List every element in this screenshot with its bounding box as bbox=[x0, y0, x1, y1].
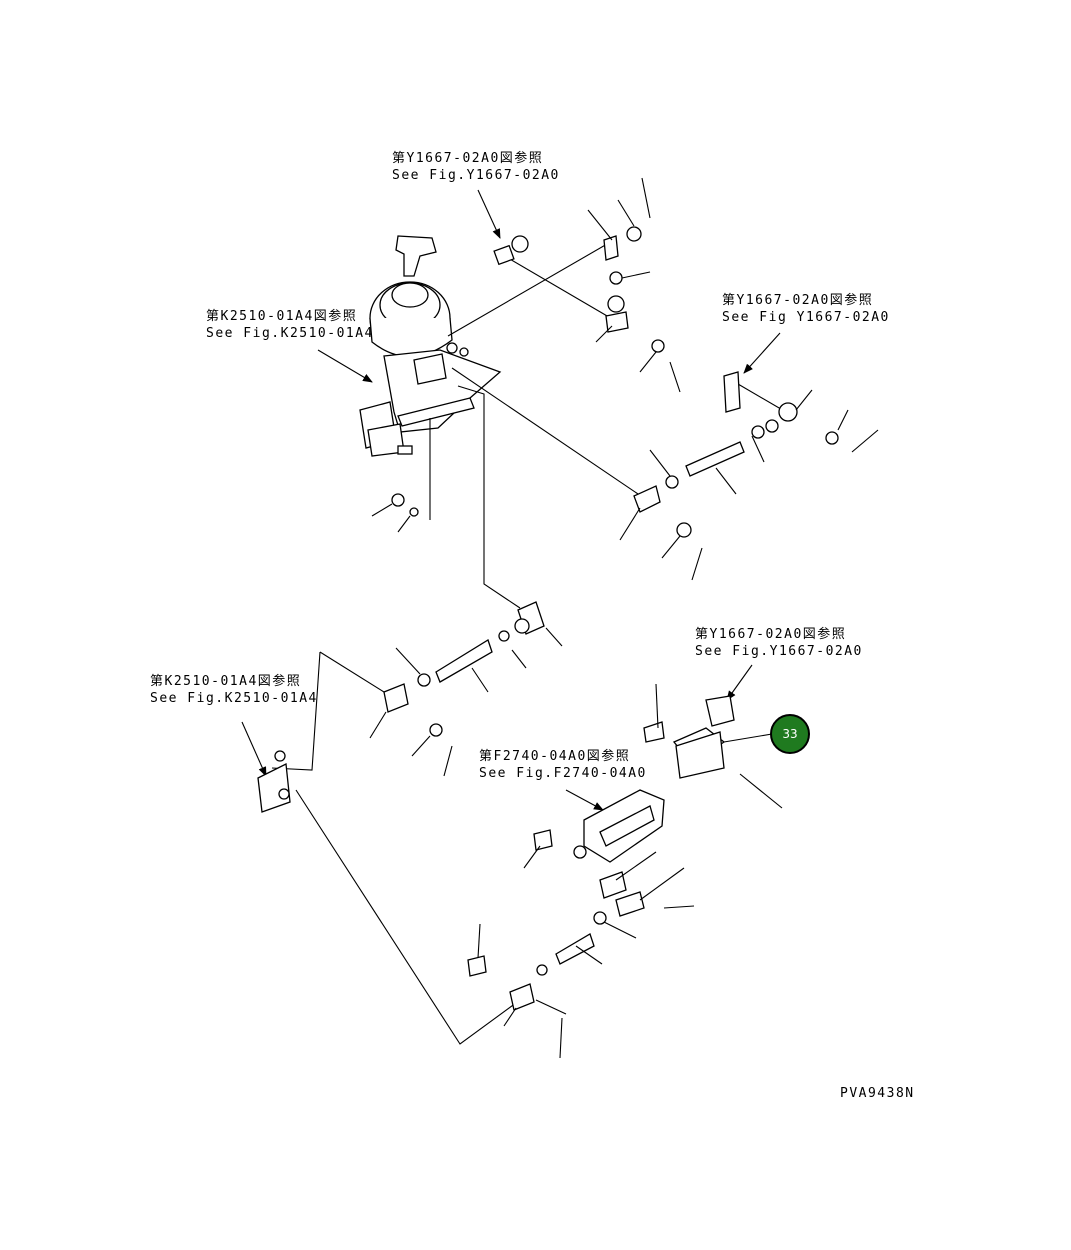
reference-arrows bbox=[241, 189, 781, 811]
reference-top-center-jp: 第Y1667-02A0図参照 bbox=[392, 151, 544, 166]
top-linkage-parts bbox=[391, 226, 839, 538]
reference-center-low-en: See Fig.F2740-04A0 bbox=[479, 766, 647, 781]
control-lever-assembly bbox=[359, 235, 502, 457]
reference-top-center-en: See Fig.Y1667-02A0 bbox=[392, 168, 560, 183]
lower-linkage-parts bbox=[467, 695, 735, 1011]
reference-upper-left-en: See Fig.K2510-01A4 bbox=[206, 326, 374, 341]
reference-lower-right-jp: 第Y1667-02A0図参照 bbox=[695, 627, 847, 642]
reference-right-mid-en: See Fig Y1667-02A0 bbox=[722, 310, 890, 325]
leader-lines bbox=[369, 177, 879, 1059]
reference-upper-left-jp: 第K2510-01A4図参照 bbox=[206, 309, 358, 324]
drawing-id: PVA9438N bbox=[840, 1086, 915, 1101]
reference-center-low-jp: 第F2740-04A0図参照 bbox=[479, 749, 631, 764]
reference-lower-right-en: See Fig.Y1667-02A0 bbox=[695, 644, 863, 659]
reference-lower-left-en: See Fig.K2510-01A4 bbox=[150, 691, 318, 706]
reference-right-mid-jp: 第Y1667-02A0図参照 bbox=[722, 293, 874, 308]
reference-lower-left-jp: 第K2510-01A4図参照 bbox=[150, 674, 302, 689]
part-callout-33[interactable]: 33 bbox=[770, 714, 810, 754]
mid-linkage-parts bbox=[257, 601, 545, 813]
